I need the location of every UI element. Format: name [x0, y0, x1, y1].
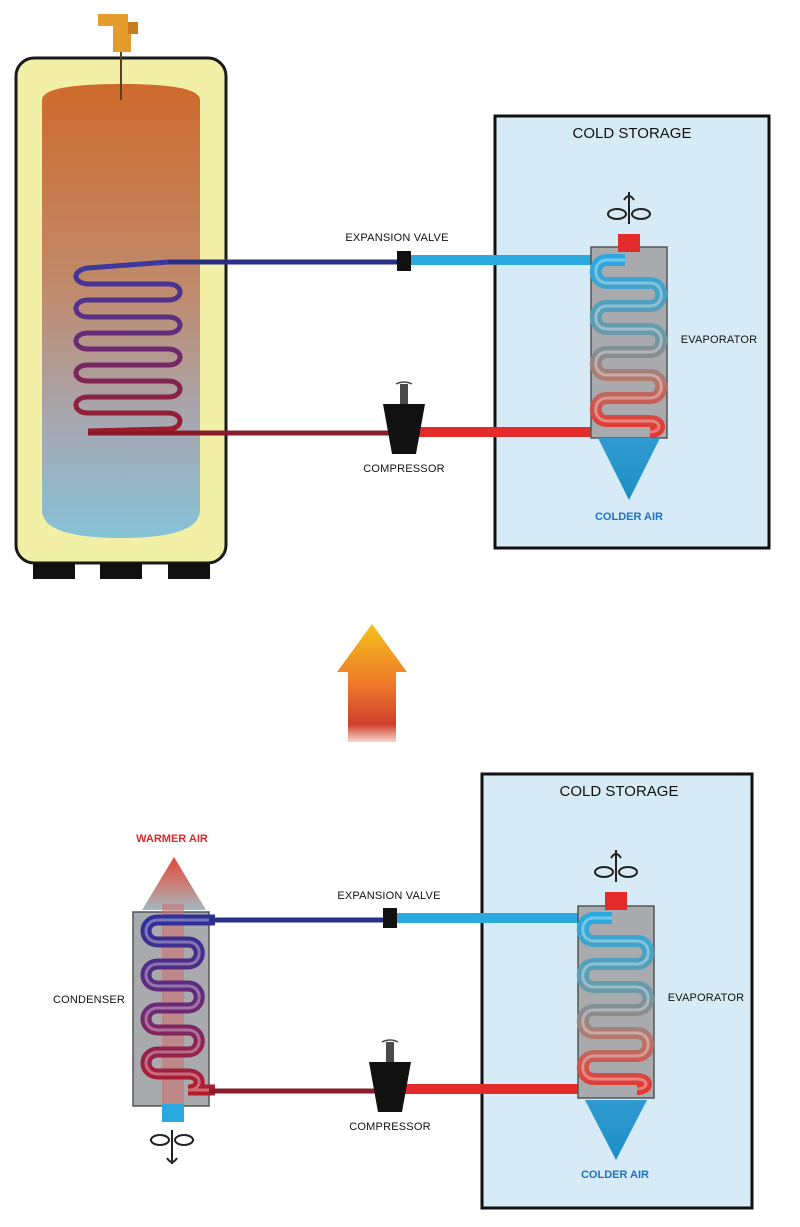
expansion-valve-label-bottom: EXPANSION VALVE [337, 890, 440, 902]
tank-coil [73, 259, 183, 434]
tank-foot-left [33, 563, 75, 579]
compressor-label: COMPRESSOR [363, 463, 444, 475]
cold-storage-title: COLD STORAGE [573, 125, 692, 142]
warmer-air-arrow [142, 857, 206, 910]
hot-water-tank [14, 14, 228, 579]
expansion-valve-label: EXPANSION VALVE [345, 232, 448, 244]
evaporator [589, 234, 668, 439]
condenser-fan-icon [150, 1130, 194, 1164]
thermostat-icon [98, 14, 138, 52]
expansion-valve-bottom [383, 908, 397, 928]
cold-storage-title-bottom: COLD STORAGE [560, 783, 679, 800]
tank-foot-center [100, 563, 142, 579]
fan-icon [607, 192, 651, 224]
warmer-air-label: WARMER AIR [136, 833, 208, 845]
compressor-bottom [369, 1039, 411, 1112]
colder-air-label: COLDER AIR [595, 511, 663, 523]
compressor-label-bottom: COMPRESSOR [349, 1121, 430, 1133]
tank-foot-right [168, 563, 210, 579]
compressor [383, 381, 425, 454]
colder-air-arrow [598, 438, 660, 500]
evaporator-label-bottom: EVAPORATOR [668, 992, 745, 1004]
colder-air-label-bottom: COLDER AIR [581, 1169, 649, 1181]
fan-icon-bottom [594, 850, 638, 882]
evaporator-label: EVAPORATOR [681, 334, 758, 346]
condenser-label: CONDENSER [53, 994, 125, 1006]
expansion-valve [397, 251, 411, 271]
evaporator-bottom [576, 892, 655, 1099]
upgrade-arrow [337, 624, 407, 742]
colder-air-arrow-bottom [585, 1100, 647, 1160]
condenser [132, 857, 215, 1122]
